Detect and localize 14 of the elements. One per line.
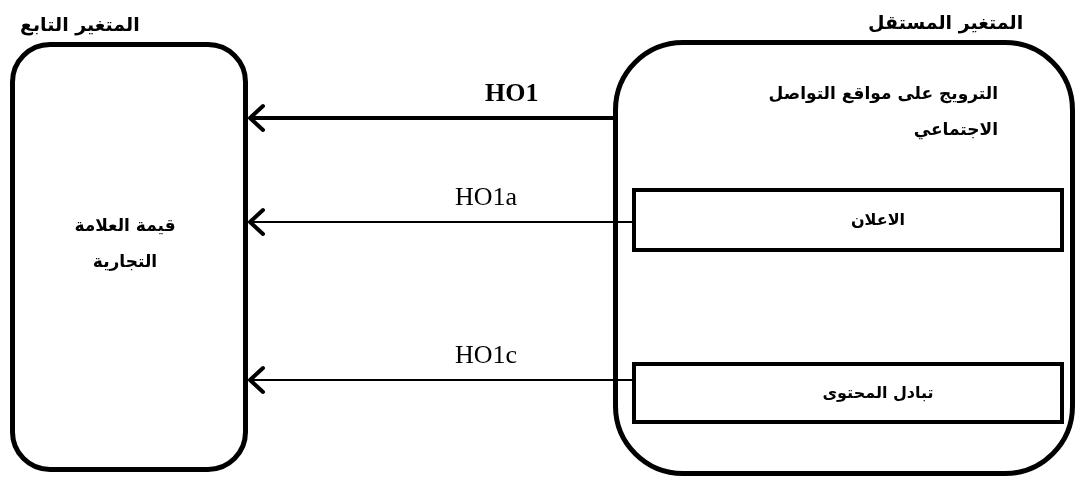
edge-label: HO1c [455, 340, 518, 370]
box-text: الاعلان [849, 209, 906, 231]
heading: المتغير المستقل [868, 9, 1024, 36]
box-text: قيمة العلامة التجارية [73, 214, 177, 273]
edge-label: HO1a [455, 182, 518, 212]
heading: المتغير التابع [20, 11, 140, 38]
box-text: الترويج على مواقع التواصل الاجتماعي [768, 82, 998, 142]
rect-box [632, 188, 1064, 252]
edge-label: HO1 [485, 78, 539, 108]
box-text: تبادل المحتوى [821, 382, 934, 404]
arrow [248, 366, 633, 394]
rect-box [632, 362, 1064, 424]
arrow [248, 104, 613, 132]
arrow [248, 208, 633, 236]
